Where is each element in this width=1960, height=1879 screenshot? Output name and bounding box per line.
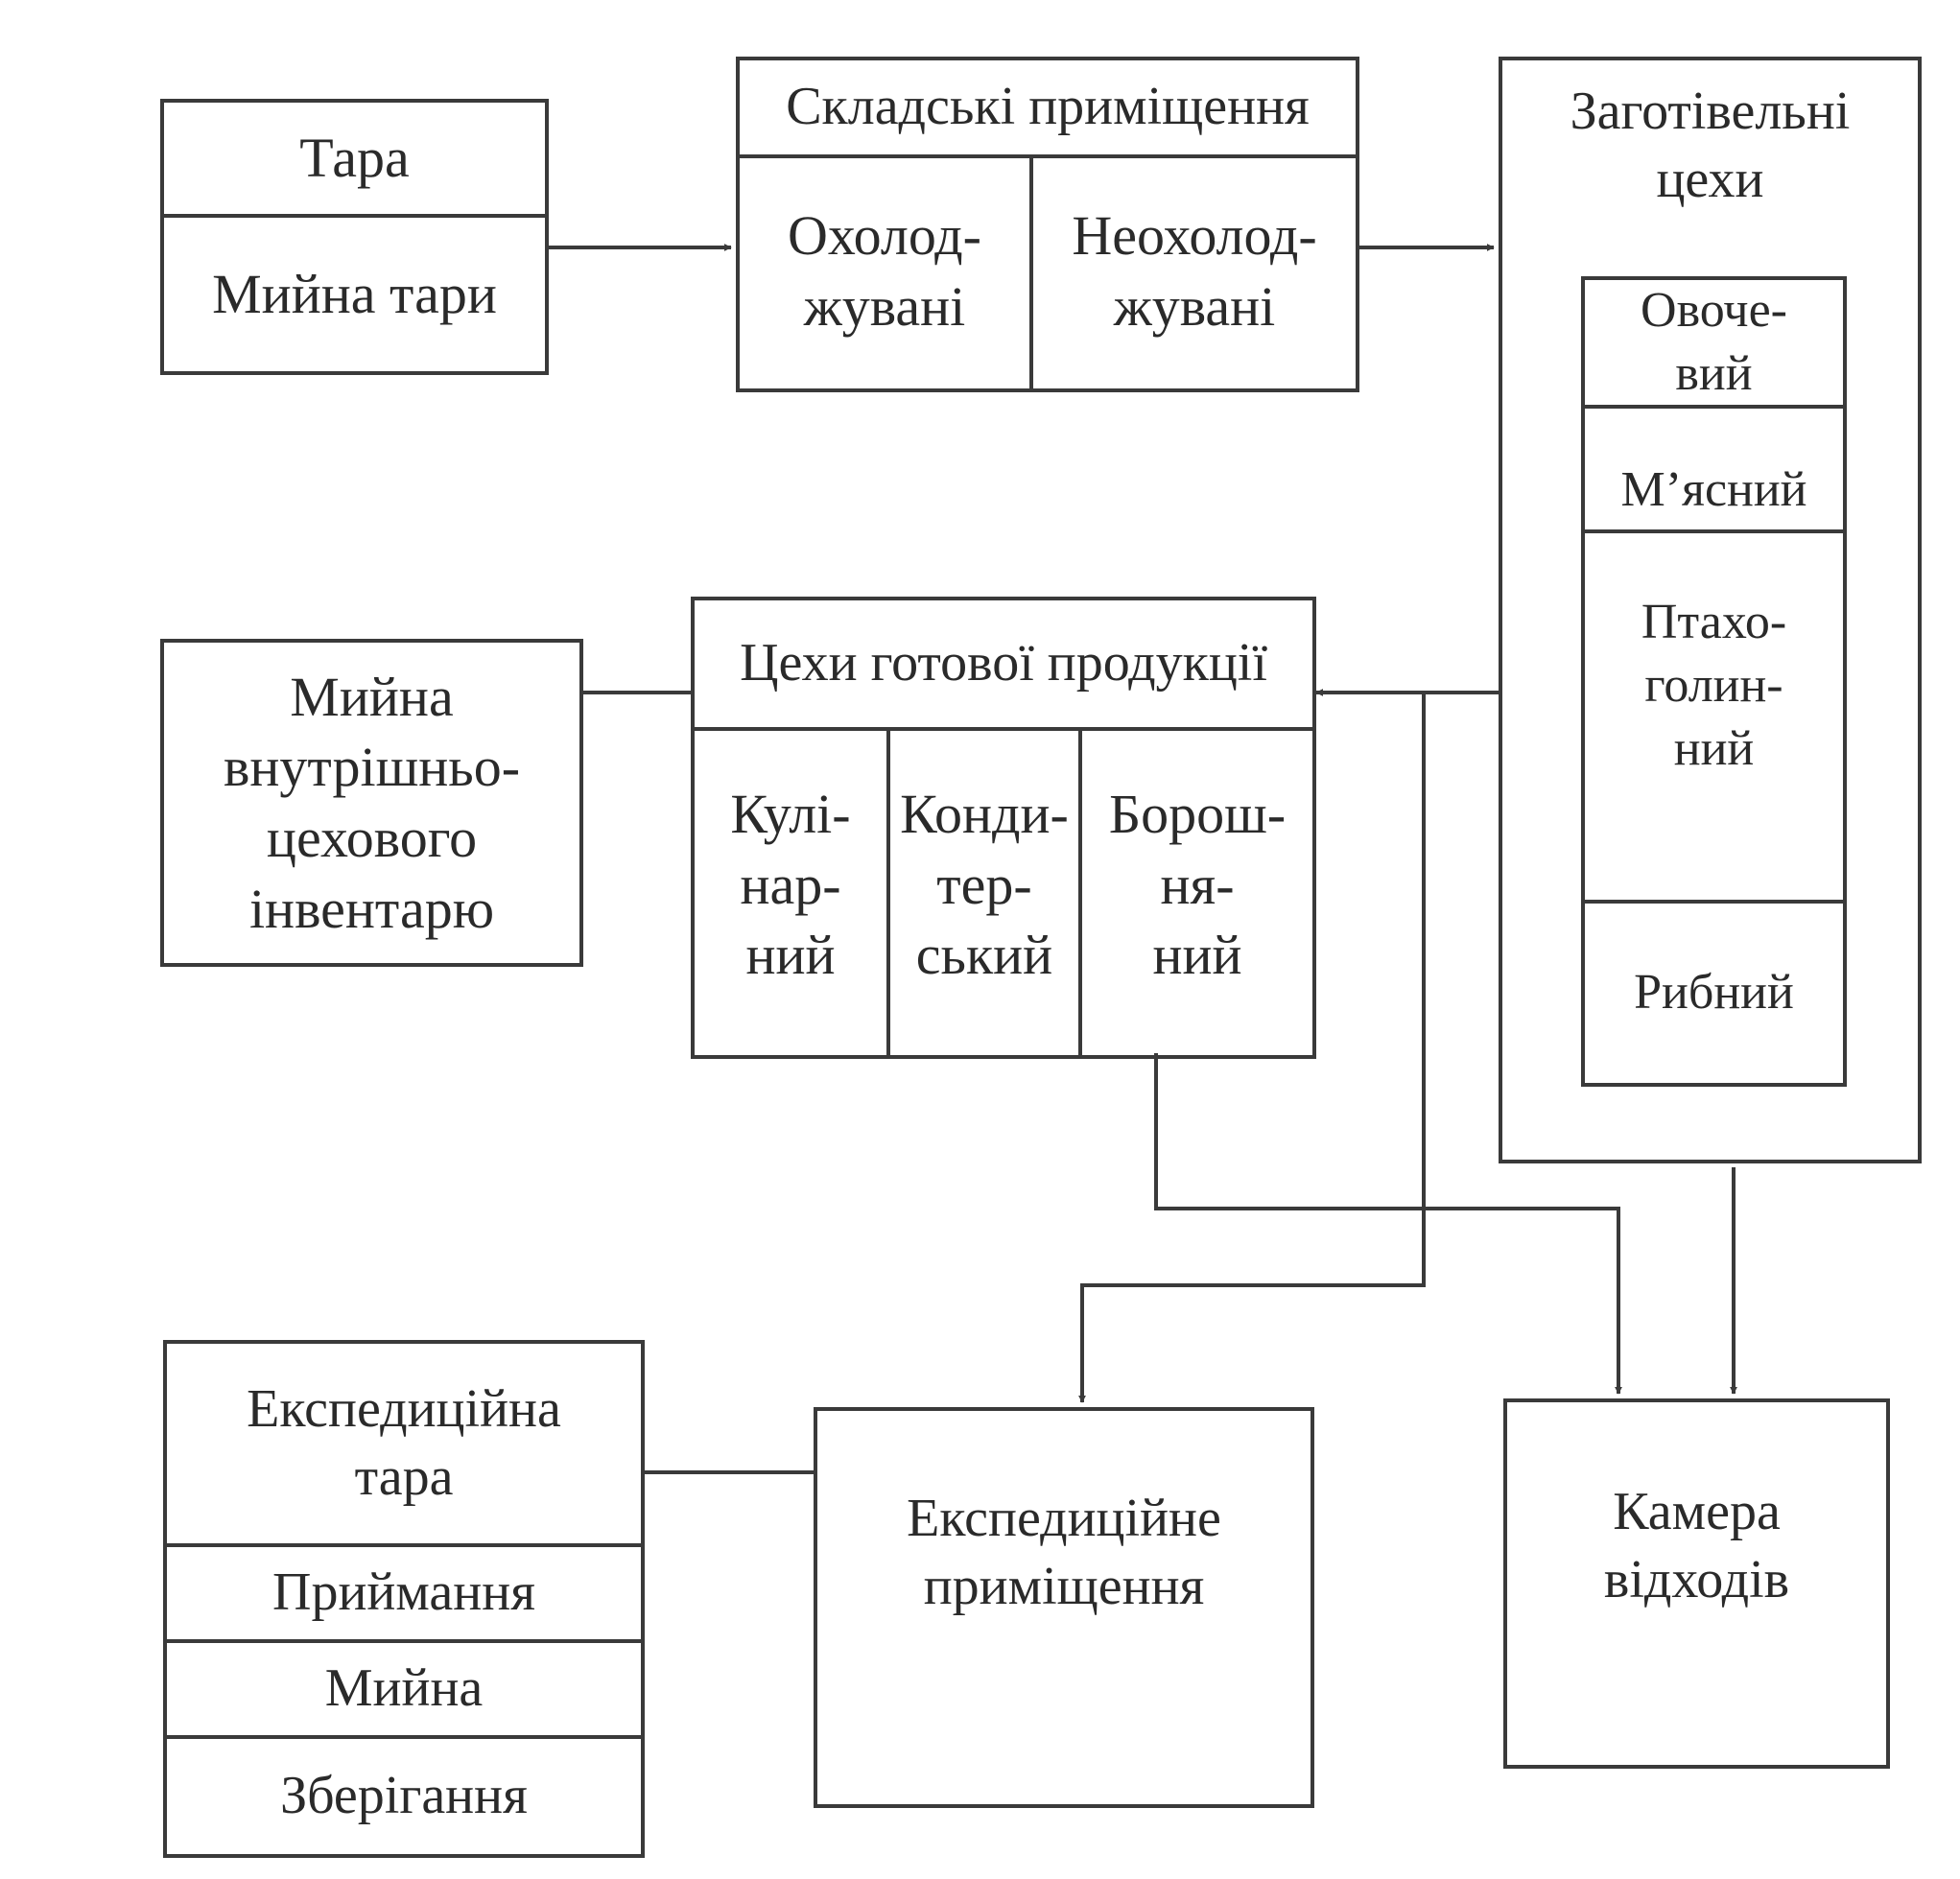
procurement-fish: Рибний (1585, 900, 1843, 1083)
expedition-tara-receiving: Приймання (167, 1543, 641, 1639)
procurement-vegetable: Овоче- вий (1641, 282, 1787, 401)
procurement-title: Заготівельні цехи (1570, 82, 1851, 210)
storage-uncooled: Неохолод- жувані (1029, 154, 1356, 388)
storage-block: Складські приміщення Охолод- жувані Неох… (736, 57, 1359, 392)
waste-chamber-text: Камера відходів (1603, 1481, 1790, 1609)
storage-cooled: Охолод- жувані (740, 154, 1029, 388)
finished-confectionery: Конди- тер- ський (886, 727, 1078, 1055)
expedition-tara-title: Експедиційна тара (247, 1378, 561, 1507)
finished-culinary: Кулі- нар- ний (695, 727, 886, 1055)
inventory-wash-text: Мийна внутрішньо- цехового інвентарю (223, 665, 521, 940)
storage-title: Складські приміщення (786, 77, 1310, 137)
finished-products-block: Цехи готової продукції Кулі- нар- ний Ко… (691, 597, 1316, 1059)
inventory-wash-block: Мийна внутрішньо- цехового інвентарю (160, 639, 583, 967)
finished-title: Цехи готової продукції (740, 633, 1267, 693)
tara-block: Тара Мийна тари (160, 99, 549, 375)
tara-title: Тара (299, 127, 410, 190)
waste-chamber-block: Камера відходів (1503, 1398, 1890, 1769)
procurement-inner: Овоче- вий М’ясний Птахо- голин- ний Риб… (1581, 276, 1847, 1087)
procurement-poultry: Птахо- голин- ний (1585, 529, 1843, 900)
expedition-room-text: Експедиційне приміщення (907, 1488, 1221, 1616)
procurement-block: Заготівельні цехи Овоче- вий М’ясний Пта… (1499, 57, 1922, 1163)
expedition-tara-storage: Зберігання (167, 1735, 641, 1854)
finished-flour: Борош- ня- ний (1078, 727, 1312, 1055)
expedition-tara-washing: Мийна (167, 1639, 641, 1735)
arrow-finished-to-waste (1154, 1053, 1622, 1395)
procurement-meat: М’ясний (1585, 405, 1843, 529)
expedition-tara-block: Експедиційна тара Приймання Мийна Зберіг… (163, 1340, 645, 1858)
tara-washing: Мийна тари (164, 214, 545, 371)
expedition-room-block: Експедиційне приміщення (814, 1407, 1314, 1808)
arrow-branch-to-expedition (1078, 693, 1426, 1403)
